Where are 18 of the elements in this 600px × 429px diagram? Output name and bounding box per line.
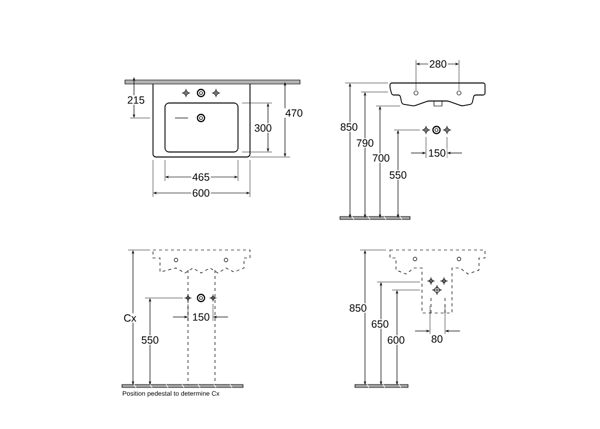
dimension-label: 300 <box>253 123 273 133</box>
dimension-label: 150 <box>427 148 447 158</box>
dimension-label: 150 <box>191 312 211 322</box>
dimension-label: 470 <box>284 108 304 118</box>
dimension-label: 465 <box>191 172 211 182</box>
dimension-label: 700 <box>371 153 391 163</box>
dimension-label: 215 <box>126 95 146 105</box>
dimension-label: 280 <box>428 59 448 69</box>
dimension-label: 790 <box>355 138 375 148</box>
dimension-label: 600 <box>191 188 211 198</box>
dimension-label: 550 <box>140 335 160 345</box>
dimension-label: 650 <box>370 319 390 329</box>
dimension-label: 850 <box>348 303 368 313</box>
dimension-label: 80 <box>430 334 444 344</box>
dimension-label: 850 <box>339 122 359 132</box>
dimension-label: 600 <box>386 335 406 345</box>
dimension-label: Cx <box>122 313 138 323</box>
dimension-label: 550 <box>388 170 408 180</box>
